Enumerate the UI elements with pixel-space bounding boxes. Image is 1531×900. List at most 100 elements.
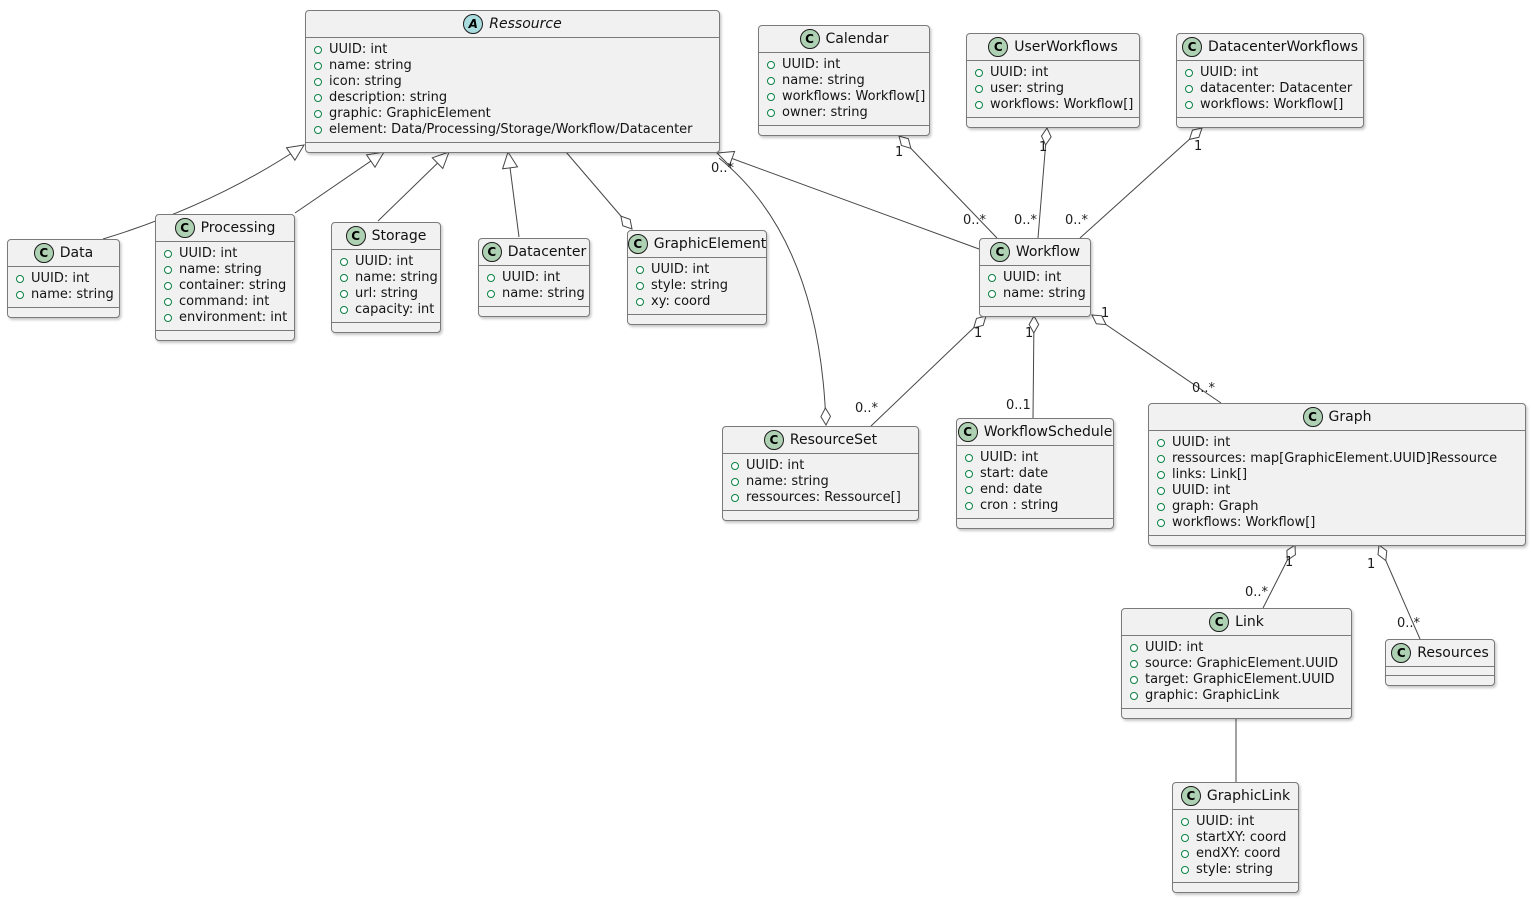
visibility-icon (767, 109, 775, 117)
class-attribute: environment: int (164, 310, 287, 326)
attribute-text: user: string (990, 81, 1064, 96)
visibility-icon (314, 78, 322, 86)
class-attribute: name: string (731, 474, 910, 490)
attribute-text: icon: string (329, 74, 402, 89)
attribute-text: UUID: int (651, 262, 710, 277)
class-attribute: workflows: Workflow[] (1185, 97, 1355, 113)
visibility-icon (767, 77, 775, 85)
class-attribute: UUID: int (1185, 65, 1355, 81)
visibility-icon (965, 470, 973, 478)
attribute-text: ressources: Ressource[] (746, 490, 901, 505)
class-icon: C (799, 29, 820, 49)
triangle-marker (285, 144, 305, 162)
attribute-text: name: string (502, 286, 585, 301)
class-name: Link (1235, 613, 1264, 630)
attribute-text: UUID: int (1145, 640, 1204, 655)
visibility-icon (636, 282, 644, 290)
attribute-text: workflows: Workflow[] (1172, 515, 1316, 530)
class-attribute: user: string (975, 81, 1131, 97)
class-name: Data (59, 244, 94, 261)
visibility-icon (731, 462, 739, 470)
multiplicity-label: 0..* (711, 161, 735, 176)
class-icon: C (1181, 37, 1202, 57)
multiplicity-label: 0..* (1245, 585, 1269, 600)
diamond-marker (620, 215, 633, 230)
visibility-icon (1157, 519, 1165, 527)
visibility-icon (1185, 69, 1193, 77)
attribute-text: cron : string (980, 498, 1059, 513)
multiplicity-label: 1 (895, 145, 904, 160)
diamond-marker (1286, 544, 1296, 562)
class-attribute: source: GraphicElement.UUID (1130, 656, 1343, 672)
class-methods (1149, 536, 1525, 545)
visibility-icon (1157, 455, 1165, 463)
class-attribute: name: string (988, 286, 1086, 302)
abstract-class-icon: A (463, 14, 484, 34)
class-methods (723, 511, 918, 520)
multiplicity-label: 1 (1039, 140, 1048, 155)
attribute-text: end: date (980, 482, 1043, 497)
diamond-marker (972, 315, 987, 329)
class-methods (1122, 709, 1351, 718)
class-attribute: UUID: int (731, 458, 910, 474)
class-methods (759, 126, 929, 135)
class-attribute: ressources: map[GraphicElement.UUID]Ress… (1157, 451, 1517, 467)
attribute-text: UUID: int (990, 65, 1049, 80)
visibility-icon (340, 274, 348, 282)
diamond-marker (820, 406, 832, 427)
visibility-icon (164, 314, 172, 322)
attribute-text: source: GraphicElement.UUID (1145, 656, 1339, 671)
class-icon: C (763, 430, 784, 450)
attribute-text: links: Link[] (1172, 467, 1248, 482)
visibility-icon (975, 85, 983, 93)
attribute-text: UUID: int (1196, 814, 1255, 829)
class-icon: C (174, 218, 195, 238)
class-icon: C (345, 226, 366, 246)
class-icon: C (1209, 612, 1230, 632)
visibility-icon (1130, 692, 1138, 700)
visibility-icon (1181, 818, 1189, 826)
visibility-icon (1157, 439, 1165, 447)
class-attribute: capacity: int (340, 302, 434, 318)
attribute-text: UUID: int (179, 246, 238, 261)
class-attribute: UUID: int (314, 42, 711, 58)
visibility-icon (1130, 644, 1138, 652)
visibility-icon (16, 275, 24, 283)
class-attribute: name: string (164, 262, 286, 278)
class-attribute: style: string (1181, 862, 1290, 878)
attribute-text: UUID: int (746, 458, 805, 473)
diamond-marker (1377, 544, 1388, 562)
class-name: GraphicElement (653, 235, 767, 252)
class-icon: C (33, 243, 54, 263)
attribute-text: UUID: int (782, 57, 841, 72)
class-attribute: startXY: coord (1181, 830, 1290, 846)
class-attribute: element: Data/Processing/Storage/Workflo… (314, 122, 711, 138)
class-attribute: UUID: int (767, 57, 921, 73)
class-attribute: url: string (340, 286, 432, 302)
attribute-text: graphic: GraphicLink (1145, 688, 1280, 703)
attribute-text: UUID: int (1200, 65, 1259, 80)
class-attribute: graphic: GraphicLink (1130, 688, 1343, 704)
visibility-icon (636, 266, 644, 274)
diamond-marker (898, 135, 912, 150)
attribute-text: workflows: Workflow[] (1200, 97, 1344, 112)
triangle-marker (501, 150, 519, 170)
class-name: WorkflowSchedule (983, 423, 1113, 440)
multiplicity-label: 1 (1194, 139, 1203, 154)
visibility-icon (975, 101, 983, 109)
class-icon: C (1180, 786, 1201, 806)
multiplicity-label: 1 (1367, 557, 1376, 572)
